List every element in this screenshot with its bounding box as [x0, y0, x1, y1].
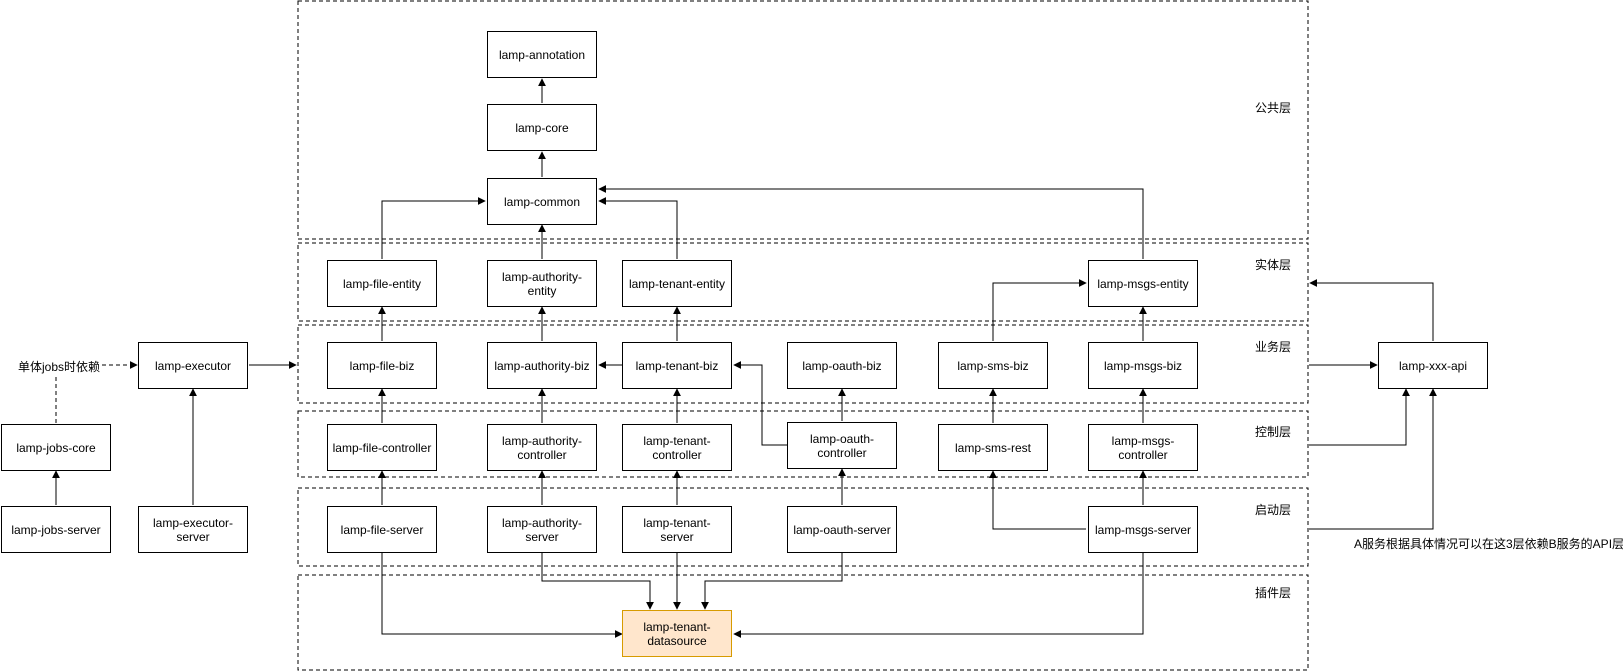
node-lamp-sms-rest[interactable]: lamp-sms-rest: [938, 424, 1048, 471]
edge-fileentity-common: [381, 197, 486, 259]
node-lamp-jobs-server[interactable]: lamp-jobs-server: [1, 506, 111, 553]
edge-oauthserver-datasource: [701, 553, 843, 610]
layer-label-controller: 控制层: [1255, 425, 1292, 439]
edge-fileserver-datasource: [381, 553, 623, 638]
node-lamp-oauth-biz[interactable]: lamp-oauth-biz: [787, 342, 897, 389]
node-lamp-sms-biz[interactable]: lamp-sms-biz: [938, 342, 1048, 389]
edge-authorityserver-datasource: [541, 553, 654, 610]
node-lamp-file-biz[interactable]: lamp-file-biz: [327, 342, 437, 389]
node-lamp-tenant-server[interactable]: lamp-tenant-server: [622, 506, 732, 553]
edge-smsbiz-msgsentity: [992, 279, 1087, 341]
node-lamp-jobs-core[interactable]: lamp-jobs-core: [1, 424, 111, 471]
node-lamp-file-controller[interactable]: lamp-file-controller: [327, 424, 437, 471]
layer-box-plugin: [297, 574, 1309, 671]
node-lamp-oauth-controller[interactable]: lamp-oauth- controller: [787, 422, 897, 469]
layer-label-entity: 实体层: [1255, 258, 1292, 272]
node-lamp-msgs-server[interactable]: lamp-msgs-server: [1088, 506, 1198, 553]
layer-box-common: [297, 0, 1309, 240]
node-lamp-tenant-controller[interactable]: lamp-tenant- controller: [622, 424, 732, 471]
layer-box-entity: [297, 242, 1309, 322]
node-lamp-annotation[interactable]: lamp-annotation: [487, 31, 597, 78]
layer-label-plugin: 插件层: [1255, 586, 1292, 600]
node-lamp-executor-server[interactable]: lamp-executor- server: [138, 506, 248, 553]
note-api-dependency: A服务根据具体情况可以在这3层依赖B服务的API层: [1354, 535, 1623, 552]
node-lamp-authority-entity[interactable]: lamp-authority- entity: [487, 260, 597, 307]
node-lamp-tenant-datasource[interactable]: lamp-tenant- datasource: [622, 610, 732, 657]
layer-box-biz: [297, 324, 1309, 404]
node-lamp-executor[interactable]: lamp-executor: [138, 342, 248, 389]
node-lamp-msgs-controller[interactable]: lamp-msgs- controller: [1088, 424, 1198, 471]
layer-label-biz: 业务层: [1255, 340, 1292, 354]
layer-box-controller: [297, 410, 1309, 478]
node-lamp-common[interactable]: lamp-common: [487, 178, 597, 225]
note-jobs-dependency: 单体jobs时依赖: [18, 358, 101, 375]
edge-server-xxxapi: [1309, 388, 1437, 530]
node-lamp-authority-server[interactable]: lamp-authority- server: [487, 506, 597, 553]
node-lamp-authority-controller[interactable]: lamp-authority- controller: [487, 424, 597, 471]
edge-msgsserver-datasource: [733, 553, 1144, 638]
node-lamp-authority-biz[interactable]: lamp-authority-biz: [487, 342, 597, 389]
node-lamp-oauth-server[interactable]: lamp-oauth-server: [787, 506, 897, 553]
node-lamp-core[interactable]: lamp-core: [487, 104, 597, 151]
node-lamp-file-entity[interactable]: lamp-file-entity: [327, 260, 437, 307]
edge-tenantentity-common: [598, 197, 678, 259]
edge-oauthcontroller-tenantbiz: [733, 361, 787, 446]
layer-box-server: [297, 487, 1309, 567]
node-lamp-msgs-entity[interactable]: lamp-msgs-entity: [1088, 260, 1198, 307]
node-lamp-tenant-biz[interactable]: lamp-tenant-biz: [622, 342, 732, 389]
layer-label-common: 公共层: [1255, 101, 1292, 115]
node-lamp-msgs-biz[interactable]: lamp-msgs-biz: [1088, 342, 1198, 389]
edge-controller-xxxapi: [1309, 388, 1410, 446]
node-lamp-tenant-entity[interactable]: lamp-tenant-entity: [622, 260, 732, 307]
edge-msgsentity-common: [598, 185, 1144, 259]
node-lamp-file-server[interactable]: lamp-file-server: [327, 506, 437, 553]
edge-msgsserver-smsrest: [989, 470, 1086, 530]
edge-xxxapi-entity: [1309, 279, 1434, 341]
layer-label-server: 启动层: [1255, 503, 1292, 517]
node-lamp-xxx-api[interactable]: lamp-xxx-api: [1378, 342, 1488, 389]
